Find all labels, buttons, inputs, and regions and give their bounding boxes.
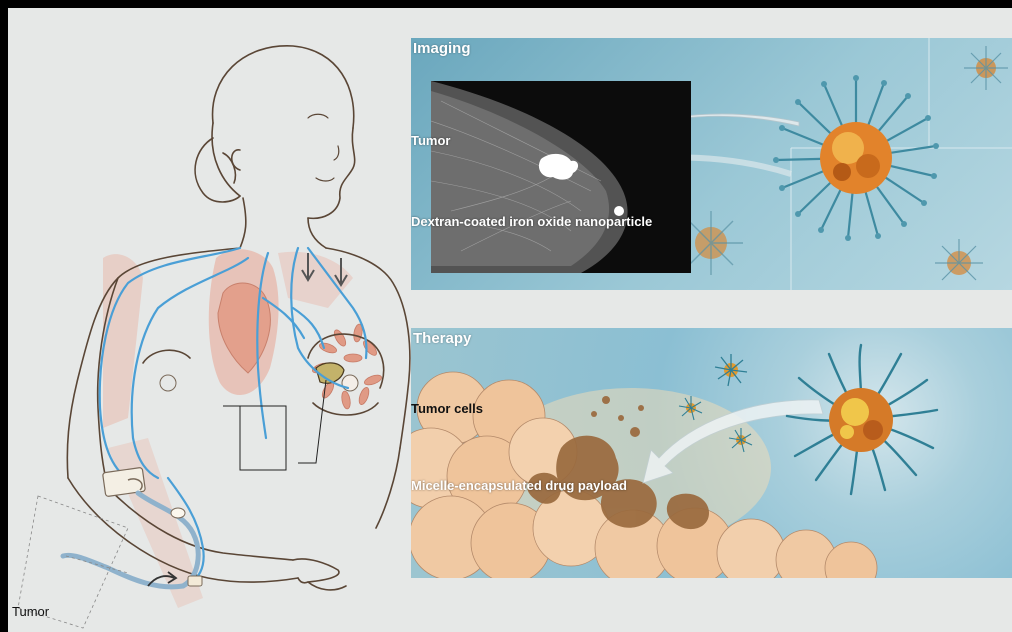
mammogram-image (431, 81, 691, 273)
therapy-panel: Therapy Tumor cells Micelle-encapsulated… (411, 328, 1012, 578)
micelle-small-icon (715, 354, 747, 386)
nanoparticle-small-icon (964, 46, 1008, 90)
therapy-label-tumor-cells: Tumor cells (411, 401, 483, 416)
drug-micelle-icon (787, 345, 937, 494)
imaging-panel: Imaging Tumor Dextran-coated iron oxide … (411, 38, 1012, 290)
imaging-label-tumor: Tumor (411, 133, 450, 148)
nanoparticle-small-icon (935, 239, 983, 280)
body-label-tumor: Tumor (12, 604, 49, 619)
iron-oxide-nanoparticle-icon (773, 75, 939, 241)
nipple-left (160, 375, 176, 391)
imaging-label-nanoparticle: Dextran-coated iron oxide nanoparticle (411, 214, 652, 229)
therapy-label-payload: Micelle-encapsulated drug payload (411, 478, 627, 493)
figure-canvas: Imaging Tumor Dextran-coated iron oxide … (8, 8, 1012, 632)
nipple-right (342, 375, 358, 391)
body-illustration (8, 8, 428, 632)
nanoparticle-small-icon (689, 211, 743, 275)
imaging-title: Imaging (413, 40, 471, 57)
therapy-background (411, 328, 1012, 578)
therapy-title: Therapy (413, 330, 471, 347)
